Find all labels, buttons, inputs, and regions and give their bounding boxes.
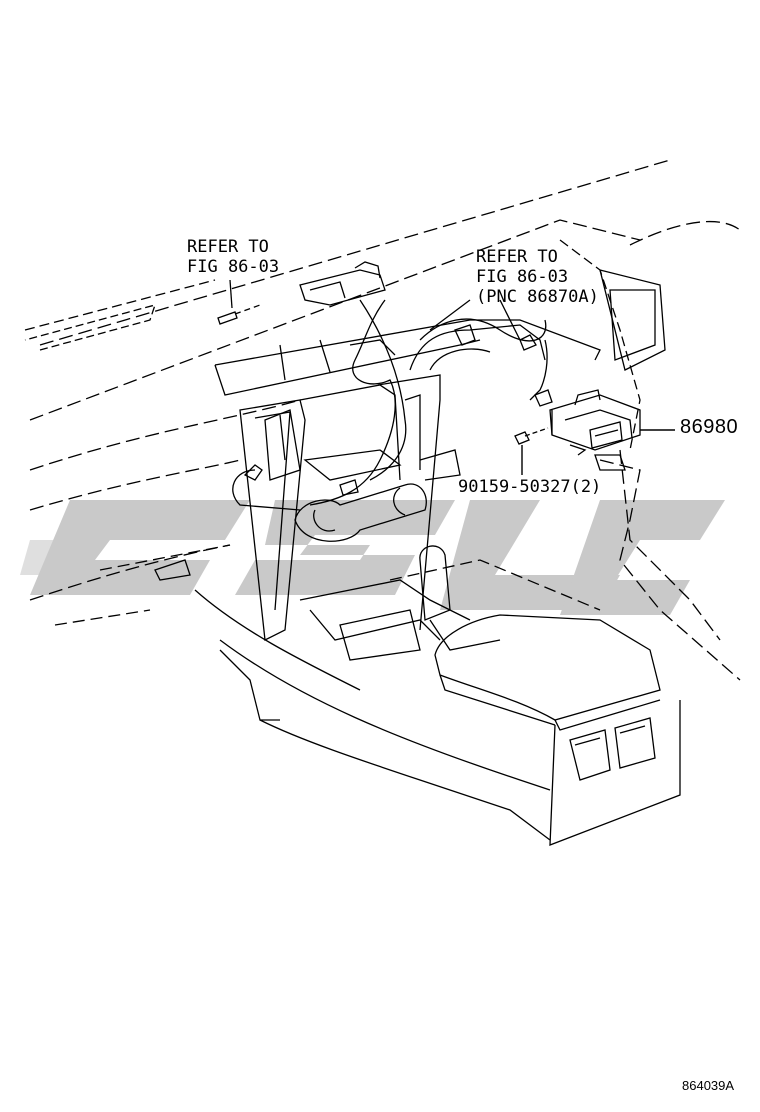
figure-code: 864039A (682, 1078, 735, 1093)
refer-left-line2: FIG 86-03 (187, 257, 280, 277)
refer-right-line3: (PNC 86870A) (476, 287, 599, 307)
dashboard-linework (24, 159, 741, 846)
part-number-86980: 86980 (680, 416, 739, 438)
refer-right-line1: REFER TO (476, 247, 558, 267)
part-number-bolt: 90159-50327(2) (458, 477, 602, 497)
refer-right-line2: FIG 86-03 (476, 267, 569, 287)
refer-left-line1: REFER TO (187, 237, 269, 257)
watermark-logo (20, 500, 725, 615)
